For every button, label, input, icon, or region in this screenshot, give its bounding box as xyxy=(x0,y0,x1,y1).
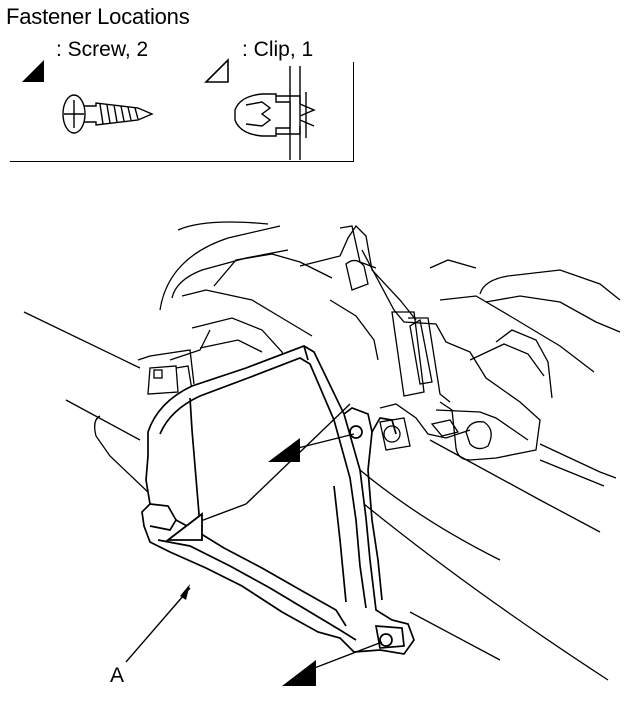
panel-a xyxy=(141,345,415,655)
screw-legend-marker-icon xyxy=(22,60,44,82)
dashboard-background xyxy=(23,221,621,681)
legend-clip-label: : Clip, 1 xyxy=(242,38,314,61)
leader-lines xyxy=(125,403,383,673)
clip-marker-icon xyxy=(165,512,203,541)
part-a-arrowhead-icon xyxy=(180,584,190,600)
clip-legend-marker-icon xyxy=(204,58,229,83)
screw-marker-lower-icon xyxy=(282,660,316,686)
page-title: Fastener Locations xyxy=(6,4,190,29)
clip-icon xyxy=(234,66,316,160)
part-a-label: A xyxy=(110,664,125,687)
screw-icon xyxy=(62,94,154,134)
legend-screw-label: : Screw, 2 xyxy=(56,38,149,61)
screw-marker-upper-icon xyxy=(268,438,300,462)
fastener-legend-box xyxy=(10,62,354,162)
